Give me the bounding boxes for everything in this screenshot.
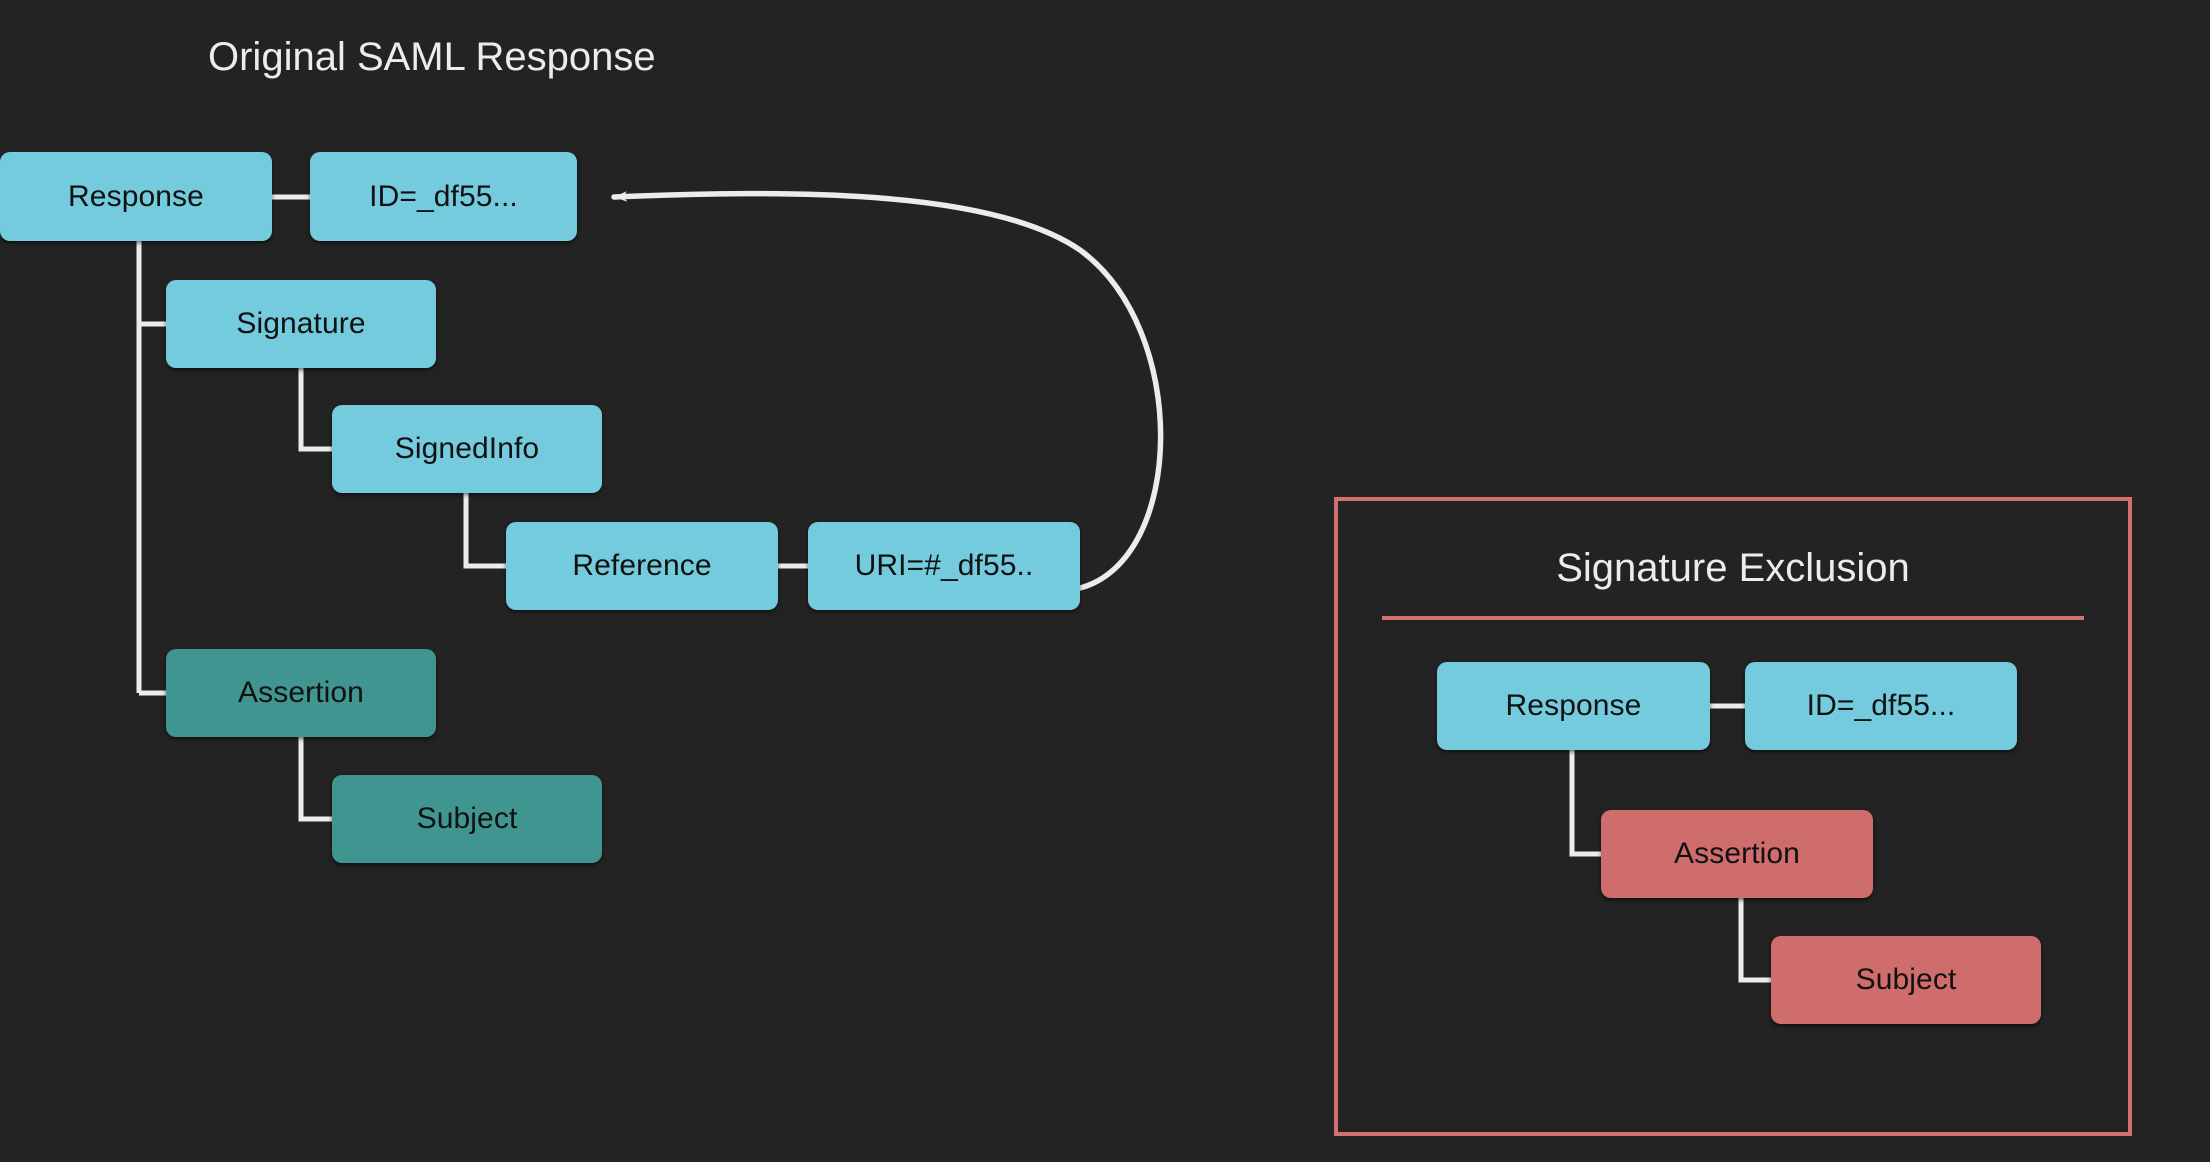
node-id-attribute-label: ID=_df55...	[369, 179, 518, 213]
node-signedinfo-label: SignedInfo	[394, 432, 540, 465]
node-assertion-label: Assertion	[238, 676, 364, 709]
signature-exclusion-title: Signature Exclusion	[1556, 546, 1910, 590]
node-response-excluded[interactable]: Response	[1437, 662, 1710, 750]
node-response-label: Response	[68, 179, 204, 213]
node-id-attribute-excluded[interactable]: ID=_df55...	[1745, 662, 2017, 750]
node-subject-excluded[interactable]: Subject	[1771, 936, 2041, 1024]
node-signature[interactable]: Signature	[166, 280, 436, 368]
node-uri-attribute-label: URI=#_df55..	[854, 549, 1034, 582]
node-subject[interactable]: Subject	[332, 775, 602, 863]
node-subject-label: Subject	[416, 802, 518, 835]
node-signature-label: Signature	[236, 307, 366, 340]
node-reference-label: Reference	[572, 549, 712, 582]
node-id-attribute-excluded-label: ID=_df55...	[1806, 689, 1956, 722]
edge-signature-to-signedinfo	[298, 367, 332, 452]
signature-exclusion-divider	[1382, 616, 2084, 620]
node-reference[interactable]: Reference	[506, 522, 778, 610]
node-uri-attribute[interactable]: URI=#_df55..	[808, 522, 1080, 610]
node-response[interactable]: Response	[0, 152, 272, 241]
node-response-excluded-label: Response	[1505, 689, 1642, 722]
left-diagram-title: Original SAML Response	[208, 35, 656, 79]
node-id-attribute[interactable]: ID=_df55...	[310, 152, 577, 241]
edge-assertion-to-subject	[298, 736, 332, 822]
node-signedinfo[interactable]: SignedInfo	[332, 405, 602, 493]
edge-signedinfo-to-reference	[463, 493, 506, 569]
node-subject-excluded-label: Subject	[1855, 963, 1957, 996]
node-assertion[interactable]: Assertion	[166, 649, 436, 737]
signature-exclusion-panel	[1334, 497, 2132, 1136]
node-assertion-excluded-label: Assertion	[1674, 837, 1800, 870]
node-assertion-excluded[interactable]: Assertion	[1601, 810, 1873, 898]
